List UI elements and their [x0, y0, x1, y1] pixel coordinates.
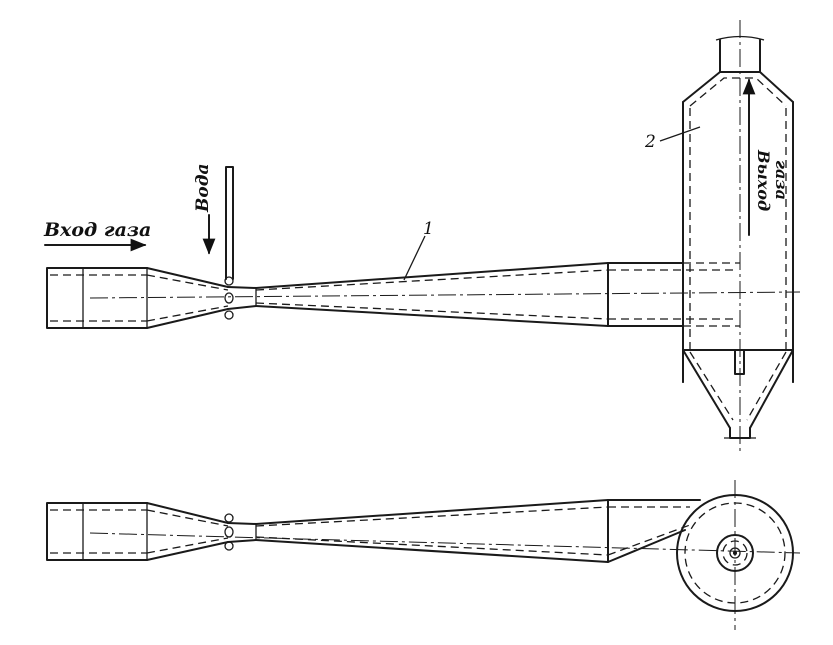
gas-outlet-label-line1: Выход: [754, 149, 773, 211]
water-pipe: [225, 166, 234, 280]
inlet-pipe-inner: [50, 274, 147, 322]
water-nozzles: [224, 276, 234, 320]
part-number-1: 1: [423, 219, 434, 239]
part-number-2: 2: [644, 132, 656, 152]
center-axis: [89, 291, 801, 299]
gas-inlet-label: Вход газа: [43, 219, 151, 241]
throat: [227, 286, 257, 310]
water-label: Вода: [193, 163, 213, 213]
venturi-plan-view: [46, 480, 801, 630]
venturi-side-view: [46, 20, 801, 455]
leader-1: [403, 235, 426, 281]
cyclone-separator: [682, 20, 794, 455]
diffuser: [255, 262, 609, 327]
confusor: [146, 267, 229, 329]
leader-2: [659, 126, 701, 142]
inlet-pipe: [46, 267, 148, 329]
connection-pipe: [607, 262, 684, 327]
gas-outlet-label-line2: газа: [772, 160, 791, 200]
